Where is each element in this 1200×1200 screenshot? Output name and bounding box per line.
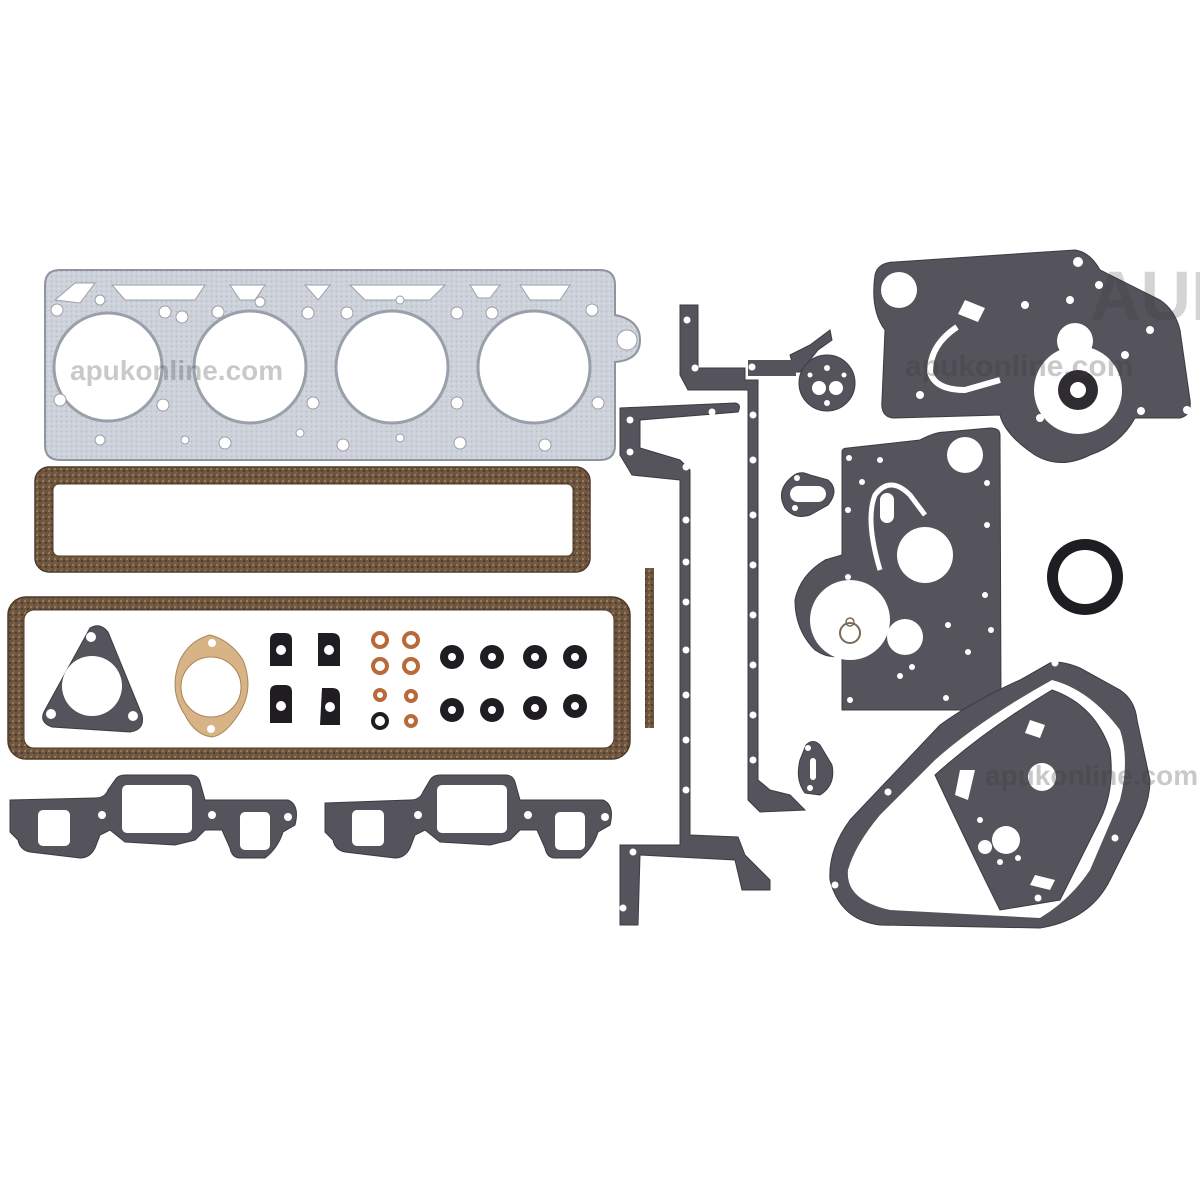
watermark-text: apukonline.com <box>985 760 1198 791</box>
watermark-logo: AUK <box>1090 257 1200 335</box>
manifold-gasket-left <box>9 774 297 859</box>
manifold-gasket-right <box>324 774 612 859</box>
watermark-text: apukonline.com <box>905 350 1133 383</box>
cork-strip <box>645 568 654 728</box>
triangle-flange-gasket <box>42 625 143 733</box>
rubber-seals <box>270 633 340 725</box>
paper-flange-gasket <box>174 634 249 738</box>
front-plate-gasket <box>794 427 1002 711</box>
cylinder-head-gasket: apukonline.com <box>44 269 642 461</box>
rocker-cover-gasket <box>34 466 591 573</box>
sump-gasket-left <box>619 402 771 926</box>
rear-plate-gasket: apukonline.com AUK <box>873 249 1200 463</box>
side-cover-gasket <box>7 596 631 760</box>
valve-stem-seals <box>440 645 587 722</box>
fuel-pump-gasket-upper <box>780 472 835 517</box>
water-pump-gasket <box>798 354 856 412</box>
sump-gasket-right <box>679 304 833 813</box>
o-ring <box>371 712 389 730</box>
crank-oil-seal <box>1047 539 1123 615</box>
copper-washers <box>371 631 420 728</box>
fuel-pump-gasket-lower <box>797 741 834 796</box>
watermark-text: apukonline.com <box>70 355 283 386</box>
timing-cover-gasket: apukonline.com <box>829 659 1198 929</box>
